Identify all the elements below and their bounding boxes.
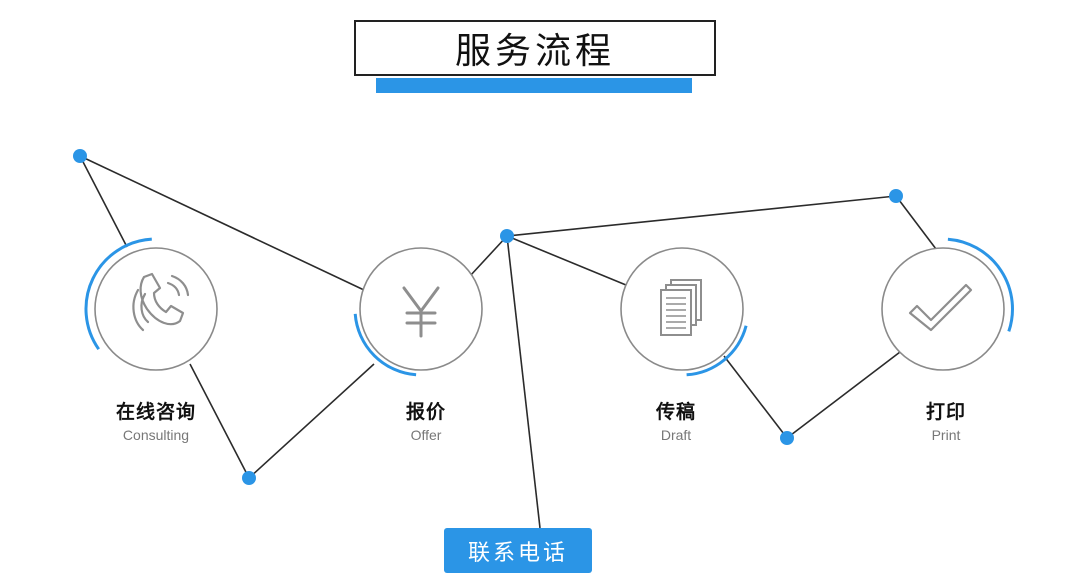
title-accent-bar — [376, 78, 692, 93]
step-subtitle: Draft — [660, 427, 692, 443]
step-label-consulting: 在线咨询 Consulting — [56, 397, 256, 443]
connector-line — [506, 235, 541, 529]
phone-icon — [132, 272, 190, 332]
connector-line — [723, 355, 788, 439]
yen-icon — [402, 286, 440, 338]
step-title: 传稿 — [655, 401, 696, 423]
connector-line — [506, 195, 897, 237]
step-title: 在线咨询 — [115, 401, 196, 423]
step-node-offer — [353, 247, 483, 377]
step-node-draft — [620, 247, 748, 377]
step-subtitle: Offer — [410, 427, 442, 443]
step-subtitle: Consulting — [122, 427, 190, 443]
connector-dot — [889, 189, 903, 203]
connector-line — [469, 235, 508, 277]
step-label-offer: 报价 Offer — [326, 397, 526, 443]
step-title: 报价 — [405, 401, 446, 423]
step-circle — [94, 247, 218, 371]
step-node-print — [881, 237, 1014, 371]
connector-line — [248, 363, 375, 479]
connector-line — [79, 155, 365, 291]
connector-dot — [242, 471, 256, 485]
accent-arc — [947, 237, 1014, 332]
connector-line — [79, 155, 128, 248]
connector-lines — [79, 155, 937, 529]
accent-arc — [353, 313, 417, 377]
connector-dot — [500, 229, 514, 243]
step-node-consulting — [84, 237, 218, 371]
accent-arc — [686, 325, 748, 377]
checkmark-icon — [908, 283, 973, 332]
connector-dots — [73, 149, 903, 485]
document-icon — [660, 279, 702, 336]
page-title: 服务流程 — [454, 31, 615, 72]
connector-dot — [780, 431, 794, 445]
title-box: 服务流程 — [354, 20, 716, 76]
step-title: 打印 — [925, 401, 966, 423]
step-label-print: 打印 Print — [846, 397, 1046, 443]
accent-arc — [84, 237, 152, 351]
connector-line — [189, 363, 250, 479]
connector-dot — [73, 149, 87, 163]
connector-line — [786, 351, 901, 439]
step-subtitle: Print — [931, 427, 961, 443]
step-label-draft: 传稿 Draft — [576, 397, 776, 443]
connector-line — [895, 195, 937, 250]
connector-line — [506, 235, 627, 286]
contact-phone-button[interactable]: 联系电话 — [444, 528, 592, 573]
